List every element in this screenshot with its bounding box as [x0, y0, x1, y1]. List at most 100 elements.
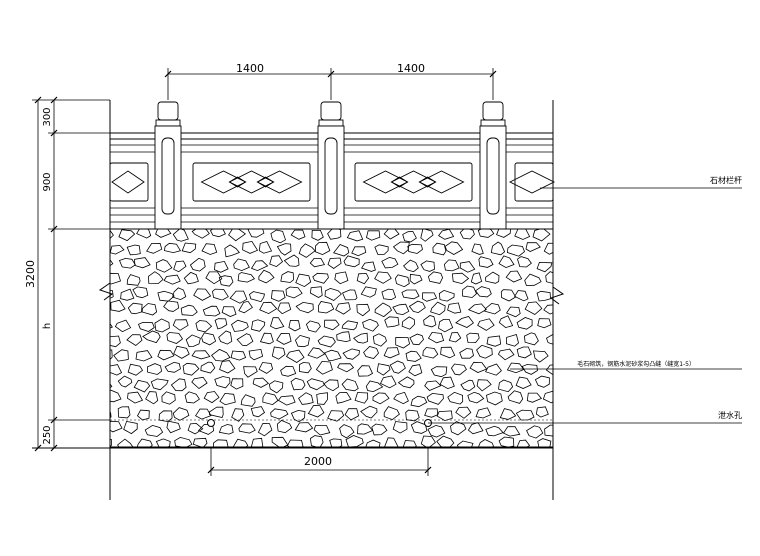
rubble-stone	[405, 350, 422, 362]
rubble-stone	[110, 229, 114, 239]
rubble-stone	[360, 405, 378, 419]
rubble-stone	[345, 435, 364, 447]
rubble-stone	[357, 365, 374, 377]
rubble-stone	[409, 273, 423, 285]
rubble-stone	[163, 300, 180, 312]
rubble-stone	[185, 334, 201, 348]
rubble-stone	[290, 377, 306, 391]
rubble-stone	[251, 319, 266, 332]
rubble-stone	[427, 331, 445, 344]
rubble-stone	[422, 347, 439, 359]
dim-rail-cap: 300	[42, 107, 53, 126]
rubble-stone	[313, 425, 331, 436]
rubble-stone	[524, 301, 543, 315]
rubble-stone	[543, 304, 553, 315]
stone-railing	[109, 101, 556, 230]
rubble-stone	[401, 316, 415, 330]
rubble-stone	[420, 229, 434, 242]
rubble-stone	[118, 229, 136, 242]
rubble-stone	[383, 347, 400, 359]
rubble-stone	[523, 332, 539, 346]
rubble-stone	[136, 229, 152, 239]
rubble-stone	[209, 406, 224, 418]
rubble-stone	[163, 274, 181, 285]
rubble-stone	[514, 229, 531, 240]
rubble-stone	[545, 271, 553, 284]
rubble-stone	[219, 360, 236, 374]
rubble-stone	[294, 334, 310, 348]
rubble-stone	[427, 271, 444, 284]
rubble-stone	[381, 288, 397, 301]
rubble-stone	[498, 315, 514, 329]
rubble-stone	[363, 346, 379, 359]
rubble-stone	[298, 392, 314, 405]
rubble-stone	[290, 229, 306, 240]
rubble-stone	[259, 301, 278, 315]
rubble-stone	[392, 303, 410, 316]
rubble-stone	[258, 241, 273, 254]
rubble-stone	[174, 436, 193, 447]
rubble-stone	[498, 255, 515, 269]
rubble-stone	[173, 260, 187, 273]
rubble-stone	[542, 390, 553, 404]
rubble-stone	[290, 409, 306, 423]
rubble-stone	[525, 242, 541, 252]
rubble-stone	[110, 364, 123, 376]
rubble-stone	[195, 408, 212, 420]
rubble-stone	[499, 408, 517, 420]
rubble-stone	[191, 350, 211, 360]
dim-wall-height: h	[42, 323, 53, 329]
rubble-stone	[173, 345, 190, 359]
rubble-stone	[305, 320, 321, 333]
rubble-stone	[228, 229, 246, 242]
rubble-stone	[110, 420, 123, 433]
rubble-stone	[136, 438, 153, 447]
rubble-stone	[126, 244, 141, 256]
rubble-stone	[271, 346, 286, 360]
rubble-stone	[120, 288, 135, 301]
rubble-stone	[113, 349, 129, 362]
rubble-stone	[117, 375, 133, 388]
rubble-stone	[184, 391, 200, 404]
rubble-stone	[439, 376, 455, 390]
rubble-stone	[516, 346, 532, 359]
rubble-stone	[315, 360, 333, 375]
rubble-stone	[286, 439, 304, 447]
rubble-stone	[420, 435, 436, 447]
rubble-stone	[360, 261, 376, 272]
rubble-stone	[423, 315, 437, 328]
rubble-stone	[240, 394, 256, 407]
rubble-stone	[545, 364, 553, 376]
rubble-stone	[543, 242, 553, 255]
rubble-stone	[117, 438, 134, 447]
rubble-stone	[202, 305, 221, 317]
rubble-stone	[238, 423, 256, 434]
rubble-stone	[192, 437, 208, 447]
rubble-stone	[484, 302, 501, 315]
rubble-stone	[200, 361, 216, 374]
rubble-stone	[257, 423, 273, 437]
rubble-stone	[134, 257, 151, 269]
rubble-stone	[535, 406, 549, 418]
rubble-stone	[424, 408, 439, 418]
rubble-stone	[335, 392, 352, 404]
rubble-stone	[397, 376, 415, 389]
left-dimensions: 3200 300 900 h 250	[24, 96, 110, 452]
rubble-stone	[249, 291, 265, 303]
rubble-stone	[450, 363, 467, 376]
rubble-stone	[498, 379, 514, 393]
rubble-stone	[343, 255, 360, 268]
rubble-stone	[374, 271, 392, 284]
rubble-stone	[155, 259, 173, 273]
rubble-stone	[166, 420, 181, 434]
rubble-stone	[469, 361, 488, 373]
rubble-stone	[248, 348, 264, 361]
rubble-stone	[451, 272, 470, 285]
rubble-stone	[372, 392, 390, 405]
rubble-stone	[532, 229, 551, 242]
rubble-stone	[438, 289, 455, 302]
rubble-stone	[110, 438, 113, 447]
rubble-stone	[470, 272, 483, 285]
rubble-stone	[336, 331, 351, 343]
rubble-stone	[277, 302, 292, 315]
